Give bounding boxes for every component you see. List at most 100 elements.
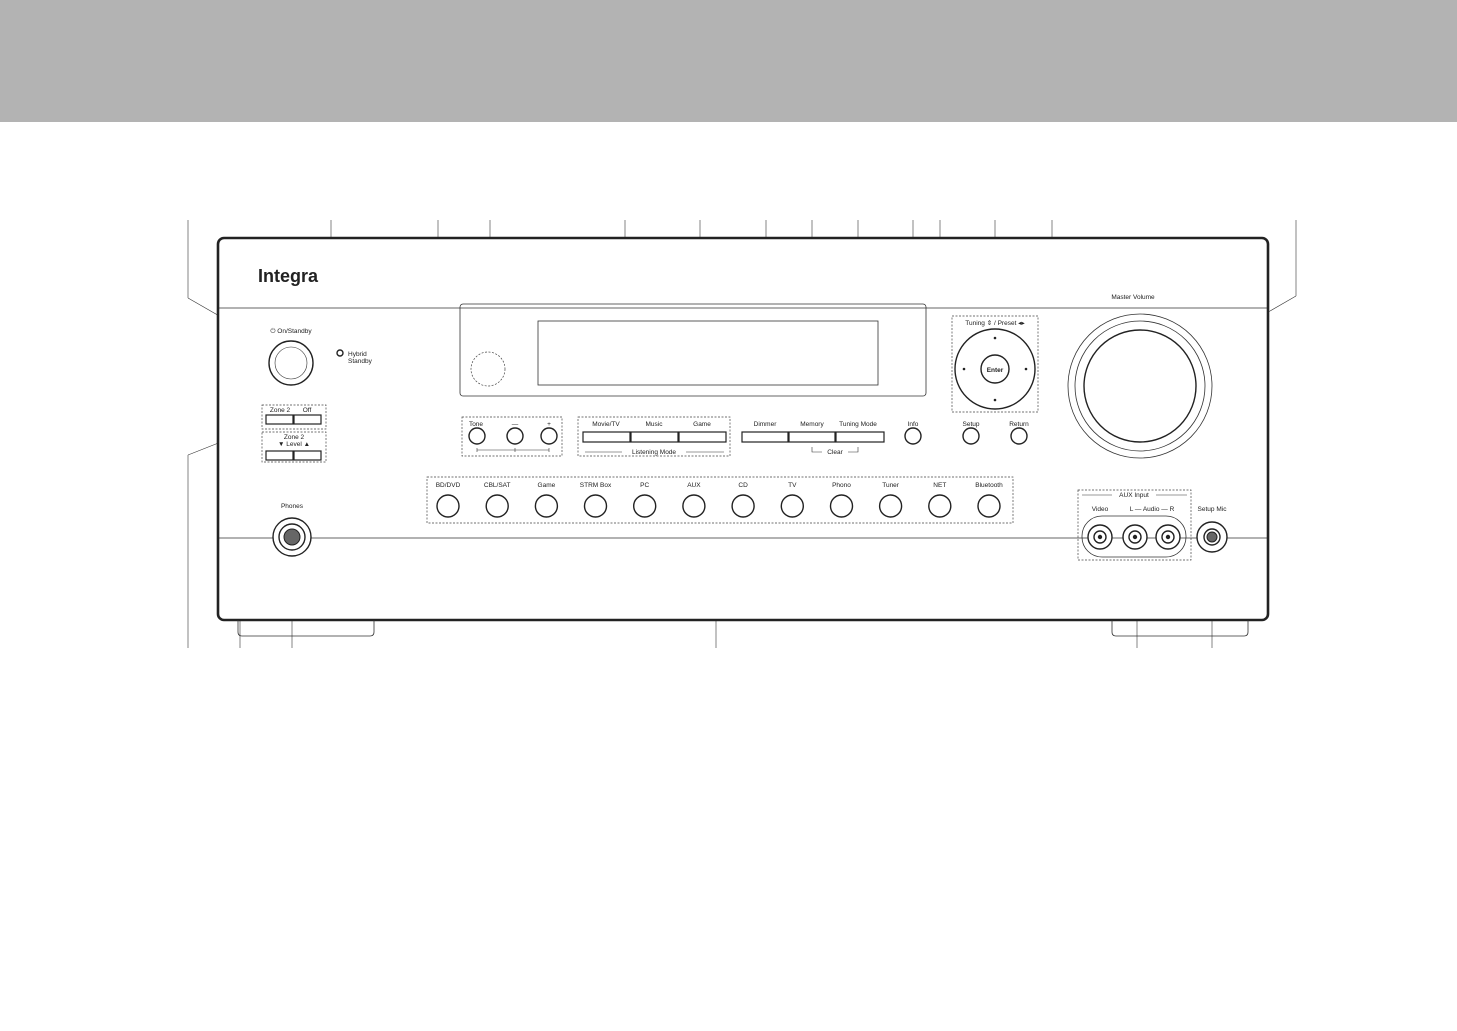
input-selector-buttons: BD/DVD CBL/SAT Game STRM Box PC AUX CD TV Phono T… <box>436 482 1003 518</box>
left-foot <box>237 620 375 637</box>
setup-label: Setup <box>963 421 980 428</box>
clear-bracket <box>811 447 859 453</box>
tuning-mode-button[interactable] <box>835 431 885 443</box>
input-label-game: Game <box>538 482 556 489</box>
tone-label: Tone <box>469 421 483 428</box>
phones-label: Phones <box>281 503 304 510</box>
tone-plus-button[interactable] <box>540 427 558 445</box>
input-label-tv: TV <box>788 482 797 489</box>
input-label-cbl-sat: CBL/SAT <box>484 482 511 489</box>
setup-mic-jack[interactable] <box>1206 531 1218 543</box>
aux-input-title: AUX Input <box>1119 492 1149 499</box>
movie-tv-button[interactable] <box>582 431 631 443</box>
right-foot <box>1111 620 1249 637</box>
master-volume-ring-inner <box>1074 320 1206 452</box>
remote-sensor <box>470 351 506 387</box>
clear-label: Clear <box>827 449 843 456</box>
return-label: Return <box>1009 421 1029 428</box>
tuning-mode-label: Tuning Mode <box>839 421 877 428</box>
input-label-aux: AUX <box>687 482 701 489</box>
input-selector-group <box>426 476 1014 524</box>
master-volume-knob[interactable] <box>1083 329 1197 443</box>
up-arrow-icon <box>993 336 997 340</box>
input-label-tuner: Tuner <box>882 482 900 489</box>
tuning-pad-group <box>951 315 1039 413</box>
input-button-bluetooth[interactable] <box>977 494 1001 518</box>
aux-audio-r-pin <box>1165 534 1171 540</box>
tone-plus-label: + <box>547 421 551 428</box>
tone-button[interactable] <box>468 427 486 445</box>
zone2-button[interactable] <box>265 414 294 425</box>
zone2-off-label: Off <box>303 407 312 414</box>
aux-audio-label: L — Audio — R <box>1130 506 1175 513</box>
zone2-level-top-label: Zone 2 <box>284 434 305 441</box>
input-button-aux[interactable] <box>682 494 706 518</box>
info-label: Info <box>908 421 919 428</box>
input-label-phono: Phono <box>832 482 851 489</box>
listening-mode-label-1: Music <box>646 421 664 428</box>
brand-logo: Integra <box>258 266 319 286</box>
listening-mode-label: Listening Mode <box>632 449 676 456</box>
input-button-game[interactable] <box>534 494 559 518</box>
tone-bracket <box>476 448 550 452</box>
input-label-bluetooth: Bluetooth <box>975 482 1003 489</box>
zone2-level-down-button[interactable] <box>265 450 294 461</box>
input-button-strm-box[interactable] <box>583 494 608 518</box>
tone-minus-label: — <box>512 421 519 428</box>
right-arrow-icon <box>1024 367 1028 371</box>
dimmer-label: Dimmer <box>754 421 778 428</box>
input-button-net[interactable] <box>928 494 952 518</box>
setup-button[interactable] <box>962 427 980 445</box>
input-label-strm-box: STRM Box <box>580 482 612 489</box>
zone2-label: Zone 2 <box>270 407 291 414</box>
enter-button[interactable] <box>980 354 1010 384</box>
dimmer-button[interactable] <box>741 431 789 443</box>
aux-video-pin <box>1097 534 1103 540</box>
listening-mode-label-0: Movie/TV <box>592 421 620 428</box>
input-button-pc[interactable] <box>633 494 657 518</box>
down-arrow-icon <box>993 398 997 402</box>
input-button-tuner[interactable] <box>878 494 903 518</box>
input-label-cd: CD <box>738 482 748 489</box>
phones-jack[interactable] <box>283 528 301 546</box>
power-label: ⏻ On/Standby <box>270 328 312 335</box>
aux-input-group <box>1077 489 1192 561</box>
power-button[interactable] <box>268 340 314 386</box>
tone-minus-button[interactable] <box>506 427 524 445</box>
input-button-phono[interactable] <box>829 494 854 518</box>
info-button[interactable] <box>904 427 922 445</box>
hybrid-standby-indicator <box>336 349 344 357</box>
input-button-cbl-sat[interactable] <box>485 494 509 518</box>
hybrid-standby-label-2: Standby <box>348 358 373 365</box>
aux-video-label: Video <box>1092 506 1109 513</box>
hybrid-standby-label-1: Hybrid <box>348 351 367 358</box>
master-volume-ring-outer <box>1067 313 1213 459</box>
enter-label: Enter <box>987 367 1004 374</box>
input-label-net: NET <box>933 482 946 489</box>
input-button-tv[interactable] <box>780 494 804 518</box>
aux-audio-l-pin <box>1132 534 1138 540</box>
input-label-pc: PC <box>640 482 649 489</box>
tuning-preset-label: Tuning ⇕ / Preset ◂▸ <box>965 319 1025 327</box>
display-screen <box>537 320 879 386</box>
display-bezel <box>459 303 927 397</box>
power-button-inner <box>274 346 308 380</box>
input-label-bd-dvd: BD/DVD <box>436 482 461 489</box>
listening-mode-label-2: Game <box>693 421 711 428</box>
memory-label: Memory <box>800 421 824 428</box>
aux-jack-plate <box>1081 515 1187 558</box>
input-button-bd-dvd[interactable] <box>436 494 460 518</box>
zone2-level-up-button[interactable] <box>293 450 322 461</box>
game-mode-button[interactable] <box>678 431 727 443</box>
tone-group <box>461 416 563 457</box>
left-arrow-icon <box>962 367 966 371</box>
zone2-level-group <box>261 431 327 463</box>
zone2-off-button[interactable] <box>293 414 322 425</box>
return-button[interactable] <box>1010 427 1028 445</box>
zone2-level-label: ▼ Level ▲ <box>278 441 310 448</box>
master-volume-label: Master Volume <box>1111 294 1155 301</box>
input-button-cd[interactable] <box>731 494 755 518</box>
memory-button[interactable] <box>788 431 836 443</box>
music-button[interactable] <box>630 431 679 443</box>
